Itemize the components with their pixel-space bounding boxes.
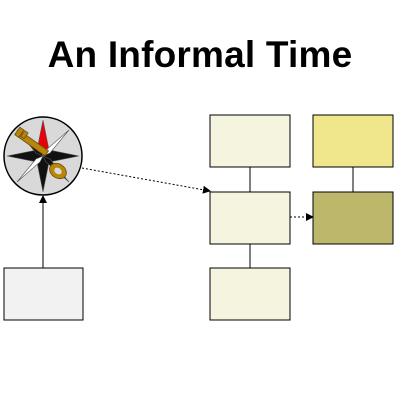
box-center-top [209,114,291,168]
box-center-middle [209,191,291,245]
box-right-top [312,114,394,168]
page-title: An Informal Time [47,34,353,75]
box-right-bottom [312,191,394,245]
dotted-arrow-badge-to-center [81,167,211,194]
compass-star-key-icon [3,116,83,196]
box-left-bottom [3,267,84,321]
box-center-bottom [209,267,291,321]
